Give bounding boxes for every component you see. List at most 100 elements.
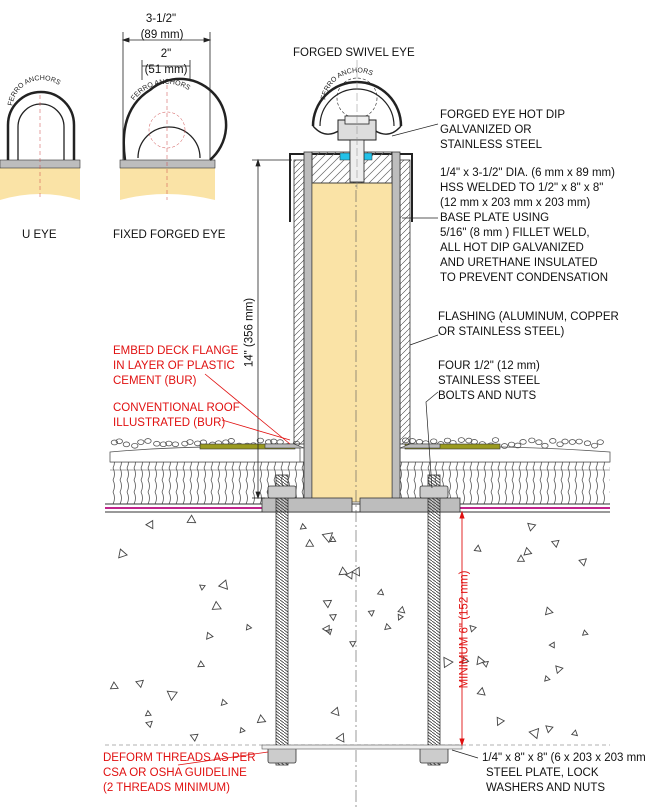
- aggregate-mark: [321, 532, 334, 544]
- gravel-stone: [137, 439, 145, 445]
- height-dimension-line: [252, 158, 292, 500]
- swivel-eye: [311, 60, 403, 190]
- aggregate-mark: [570, 729, 579, 737]
- fixed-forged-eye: [119, 77, 228, 200]
- aggregate-mark: [481, 660, 489, 668]
- gravel-stone: [575, 438, 583, 445]
- aggregate-mark: [211, 600, 222, 610]
- note-line: 1/4" x 8" x 8" (6 x 203 x 203 mm: [482, 752, 645, 764]
- note-line: STEEL PLATE, LOCK: [486, 767, 599, 779]
- aggregate-mark: [376, 588, 385, 596]
- gravel-stone: [144, 438, 152, 444]
- gravel-stone: [507, 441, 516, 448]
- note-line: OR STAINLESS STEEL): [438, 326, 565, 338]
- aggregate-mark: [581, 629, 589, 636]
- aggregate-mark: [328, 613, 337, 622]
- aggregate-mark: [473, 544, 482, 552]
- note-line: CONVENTIONAL ROOF: [113, 402, 240, 414]
- red-leader-lines: [177, 373, 291, 766]
- min-embed-dimension-line: [459, 510, 465, 747]
- gravel-stone: [583, 440, 592, 446]
- aggregate-mark: [299, 522, 308, 530]
- dim-inner-mm-label: (51 mm): [144, 64, 188, 76]
- gravel-stone: [514, 442, 522, 449]
- aggregate-mark: [461, 656, 470, 665]
- gravel-stone: [541, 442, 549, 449]
- aggregate-mark: [329, 535, 337, 542]
- note-line: HSS WELDED TO 1/2" x 8" x 8": [440, 182, 604, 194]
- aggregate-mark: [544, 674, 551, 682]
- aggregate-mark: [516, 554, 526, 562]
- note-line: 1/4" x 3-1/2" DIA. (6 mm x 89 mm): [440, 167, 615, 179]
- aggregate-mark: [239, 726, 246, 734]
- aggregate-mark: [206, 631, 214, 640]
- gravel-stone: [153, 440, 161, 447]
- gravel-stone: [443, 437, 452, 444]
- note-line: FLASHING (ALUMINUM, COPPER: [438, 311, 619, 323]
- note-line: (2 THREADS MINIMUM): [103, 782, 230, 794]
- u-eye: [0, 90, 81, 200]
- note-line: BASE PLATE USING: [440, 212, 550, 224]
- aggregate-mark: [197, 660, 206, 668]
- note-line: CEMENT (BUR): [113, 375, 197, 387]
- anchor-bolt-left: [267, 474, 297, 766]
- anchor-bolt-right: [419, 474, 449, 766]
- note-line: STAINLESS STEEL: [438, 375, 541, 387]
- aggregate-mark: [476, 655, 486, 666]
- aggregate-mark: [528, 727, 540, 740]
- dim-width-label: 3-1/2": [145, 13, 177, 25]
- gravel-stone: [465, 437, 473, 444]
- aggregate-mark: [397, 613, 405, 621]
- note-line: STAINLESS STEEL: [440, 139, 543, 151]
- swivel-eye-title: FORGED SWIVEL EYE: [293, 47, 415, 59]
- gravel-stone: [122, 441, 131, 448]
- note-line: DEFORM THREADS AS PER: [103, 752, 256, 764]
- note-line: (12 mm x 203 mm x 203 mm): [440, 197, 591, 209]
- note-line: TO PREVENT CONDENSATION: [440, 272, 609, 284]
- aggregate-mark: [256, 713, 267, 724]
- aggregate-mark: [344, 570, 353, 580]
- aggregate-mark: [109, 681, 119, 690]
- aggregate-mark: [476, 686, 486, 696]
- aggregate-mark: [544, 606, 554, 616]
- note-line: FORGED EYE HOT DIP: [440, 109, 566, 121]
- gravel-stone: [131, 442, 139, 449]
- aggregate-mark: [145, 519, 154, 530]
- aggregate-mark: [220, 698, 229, 706]
- gravel-stone: [110, 439, 119, 446]
- aggregate-mark: [217, 579, 229, 590]
- aggregate-mark: [443, 656, 454, 669]
- bottom-steel-plate: [261, 744, 463, 750]
- gravel-stone: [500, 443, 509, 449]
- gravel-stone: [159, 441, 167, 448]
- note-line: 5/16" (8 mm ) FILLET WELD,: [440, 227, 590, 239]
- aggregate-mark: [550, 539, 560, 549]
- leader-lines: [391, 123, 479, 759]
- dim-width-mm-label: (89 mm): [140, 29, 184, 41]
- aggregate-mark: [118, 548, 128, 559]
- aggregate-mark: [198, 584, 206, 591]
- aggregate-mark: [186, 514, 197, 524]
- aggregate-mark: [305, 538, 315, 547]
- aggregate-mark: [527, 522, 537, 532]
- gravel-stone: [491, 437, 500, 443]
- gravel-stone: [457, 437, 465, 443]
- aggregate-mark: [335, 732, 345, 743]
- note-line: WASHERS AND NUTS: [486, 782, 606, 794]
- gravel-stone: [430, 438, 438, 445]
- u-eye-caption: U EYE: [22, 229, 57, 241]
- aggregate-mark: [349, 641, 357, 648]
- gravel-stone: [568, 439, 576, 445]
- aggregate-mark: [545, 725, 554, 734]
- gravel-stone: [171, 441, 179, 448]
- gravel-stone: [519, 439, 527, 445]
- note-line: BOLTS AND NUTS: [438, 390, 537, 402]
- gravel-stone: [549, 438, 557, 444]
- min-embed-dimension-label: MINIMUM 6" (152 mm): [458, 570, 471, 689]
- note-line: ALL HOT DIP GALVANIZED: [440, 242, 584, 254]
- note-line: FOUR 1/2" (12 mm): [438, 360, 540, 372]
- aggregate-mark: [367, 610, 375, 618]
- gravel-stone: [590, 442, 599, 449]
- aggregate-mark: [245, 623, 253, 631]
- gravel-stone: [556, 441, 564, 448]
